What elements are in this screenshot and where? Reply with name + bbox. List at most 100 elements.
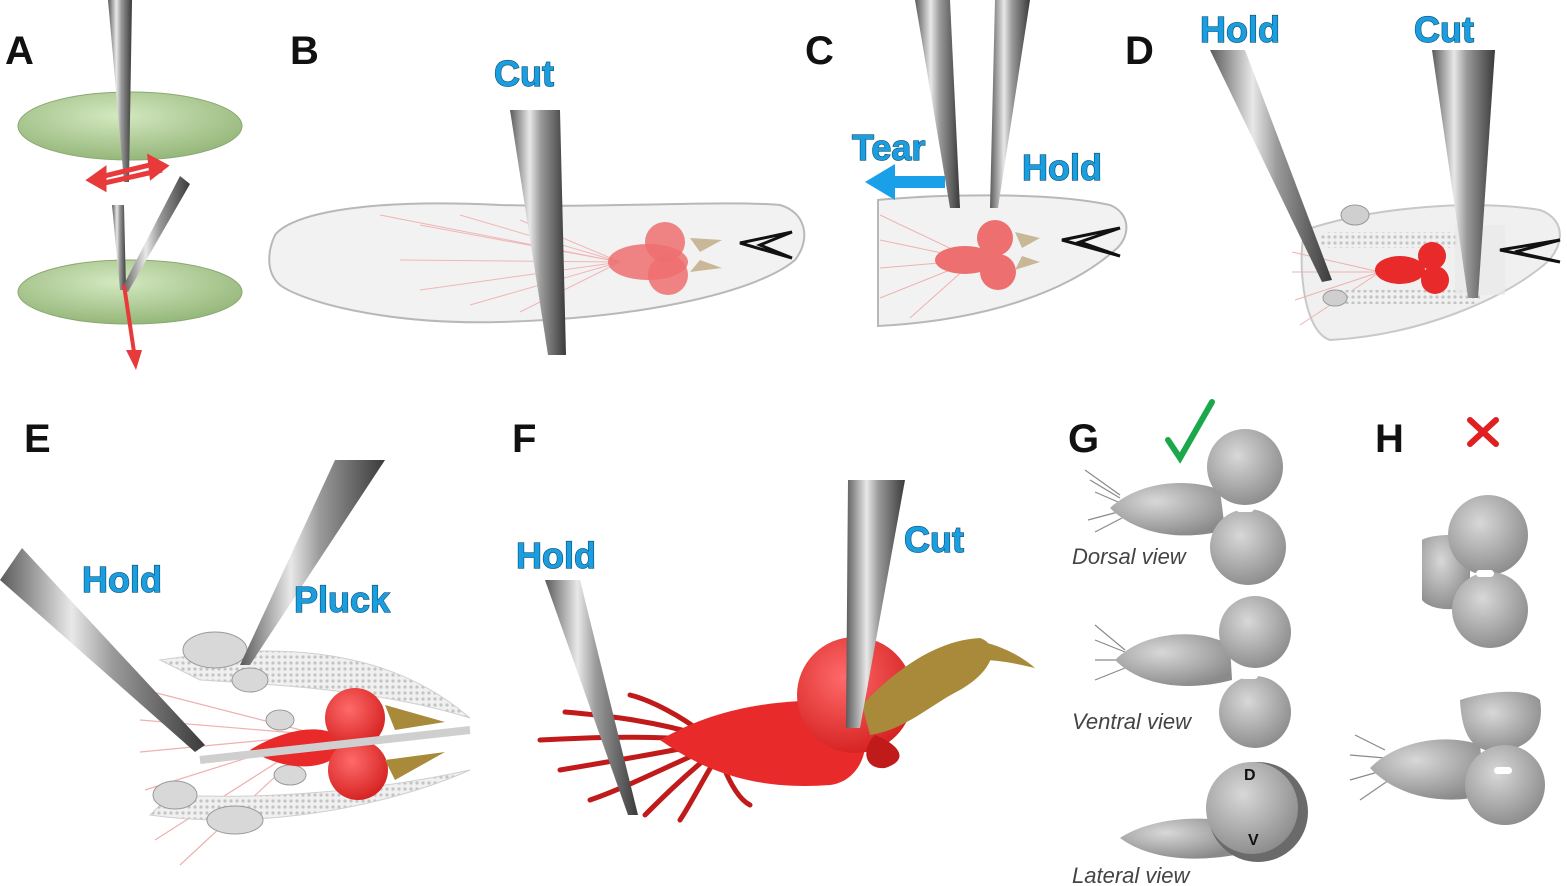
ring-gland-tissue — [975, 640, 1035, 668]
forceps-icon — [510, 110, 566, 355]
ventral-nerve-cord — [1115, 634, 1232, 686]
brain-lobe — [1448, 495, 1528, 575]
imaginal-disc — [273, 764, 307, 786]
brain-lobe-torn — [1460, 691, 1541, 752]
gland-tissue — [1015, 232, 1040, 248]
action-label-hold: Hold — [516, 535, 596, 576]
view-label-dorsal: Dorsal view — [1072, 544, 1188, 569]
gut-tissue — [199, 726, 471, 764]
action-label-tear: Tear — [852, 127, 925, 168]
mesh-tissue — [1330, 290, 1480, 304]
cross-icon — [1467, 417, 1499, 447]
brain-tissue — [1375, 256, 1425, 284]
check-icon — [1165, 399, 1215, 464]
brain-lobe — [325, 688, 385, 748]
brain-lobe — [1219, 676, 1291, 748]
action-label-pluck: Pluck — [294, 579, 391, 620]
commissure-gap — [1240, 672, 1258, 679]
imaginal-disc — [152, 780, 198, 810]
brain-lobe — [1465, 745, 1545, 825]
brain-lobe — [1418, 242, 1446, 270]
arrow-icon — [122, 284, 142, 370]
ventral-nerve-cord — [1120, 818, 1235, 859]
forceps-icon — [112, 205, 126, 290]
forceps-icon — [240, 460, 385, 665]
brain-lobe — [1210, 509, 1286, 585]
ring-gland-tissue — [862, 638, 992, 735]
view-label-lateral: Lateral view — [1072, 863, 1192, 886]
panel-b-illustration: Cut — [268, 52, 806, 355]
forceps-icon — [846, 480, 905, 728]
action-label-cut: Cut — [904, 519, 964, 560]
brain-damaged-view-2 — [1349, 691, 1545, 825]
mouth-hooks — [1499, 238, 1561, 264]
action-label-hold: Hold — [1022, 147, 1102, 188]
panel-letter-b: B — [290, 29, 319, 73]
panel-letter-c: C — [805, 29, 834, 73]
panel-letter-a: A — [5, 29, 34, 73]
commissure-gap — [1476, 570, 1494, 577]
axis-label-dorsal: D — [1244, 767, 1256, 784]
brain-dorsal-view: Dorsal view — [1072, 429, 1286, 585]
brain-lobe — [648, 255, 688, 295]
imaginal-disc — [1322, 289, 1348, 307]
panel-h-illustration — [1349, 417, 1545, 825]
forceps-icon — [0, 548, 205, 752]
panel-letter-d: D — [1125, 29, 1154, 73]
imaginal-disc — [206, 805, 264, 835]
forceps-icon — [122, 176, 190, 292]
forceps-icon — [108, 0, 132, 182]
panel-f-illustration: Hold Cut — [515, 480, 1035, 823]
ventral-nerve-cord — [1370, 739, 1485, 800]
commissure-gap — [1494, 767, 1512, 774]
gland-tissue — [385, 705, 445, 730]
panel-c-illustration: Tear Hold — [851, 0, 1128, 328]
brain-lobe — [1421, 266, 1449, 294]
brain-lobe — [866, 735, 900, 769]
panel-e-illustration: Hold Pluck — [0, 460, 471, 866]
gland-tissue — [690, 260, 722, 272]
panel-letter-g: G — [1068, 417, 1099, 461]
panel-d-illustration: Hold Cut — [1199, 8, 1561, 342]
ventral-nerve-cord — [1110, 483, 1225, 536]
arrow-icon — [865, 164, 945, 200]
panel-letter-h: H — [1375, 417, 1404, 461]
brain-lateral-view: D V Lateral view — [1072, 762, 1308, 886]
imaginal-disc — [231, 667, 269, 693]
brain-lobe — [1219, 596, 1291, 668]
forceps-icon — [1432, 50, 1495, 298]
brain-lobe — [980, 254, 1016, 290]
gland-tissue — [690, 238, 722, 252]
imaginal-disc — [1340, 204, 1370, 226]
brain-lobe — [328, 740, 388, 800]
panel-letter-e: E — [24, 417, 51, 461]
brain-lobe — [1206, 762, 1298, 854]
imaginal-disc — [265, 709, 295, 731]
forceps-icon — [1210, 50, 1332, 282]
action-label-hold: Hold — [82, 559, 162, 600]
brain-lobe — [1207, 429, 1283, 505]
action-label-hold: Hold — [1200, 9, 1280, 50]
panel-a-illustration — [17, 0, 243, 370]
brain-ventral-view: Ventral view — [1072, 596, 1291, 748]
commissure-gap — [1236, 505, 1254, 512]
panel-g-illustration: Dorsal view Ventral view D V Lateral vie… — [1072, 399, 1308, 886]
gland-tissue — [385, 752, 445, 780]
forceps-icon — [990, 0, 1030, 208]
forceps-icon — [545, 580, 638, 815]
panel-letter-f: F — [512, 417, 536, 461]
axis-label-ventral: V — [1248, 832, 1259, 849]
brain-tissue — [935, 246, 995, 274]
brain-lobe — [645, 222, 685, 262]
brain-lobe — [977, 220, 1013, 256]
brain-damaged-view-1 — [1422, 495, 1528, 648]
action-label-cut: Cut — [494, 53, 554, 94]
mesh-tissue — [148, 769, 471, 821]
forceps-icon — [915, 0, 960, 208]
imaginal-disc — [182, 631, 248, 669]
mouth-hooks — [1061, 226, 1121, 258]
arrow-icon — [85, 153, 170, 193]
view-label-ventral: Ventral view — [1072, 709, 1193, 734]
